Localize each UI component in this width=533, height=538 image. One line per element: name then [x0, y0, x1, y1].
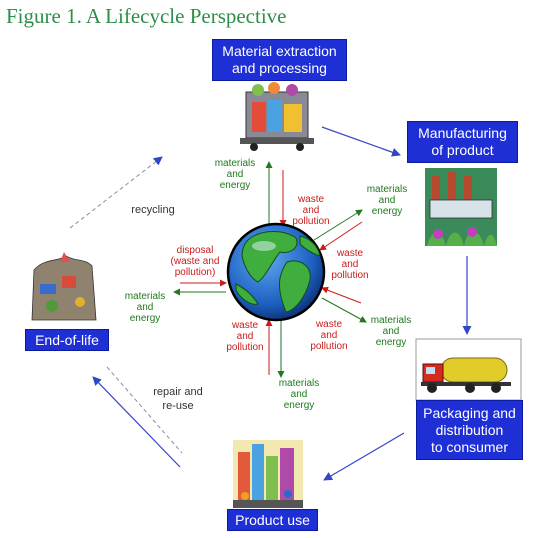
flow-label-line: pollution	[331, 270, 369, 281]
city-icon	[233, 440, 303, 508]
stage-end-of-life: End-of-life	[25, 329, 109, 351]
flow-label-line: and	[320, 330, 338, 341]
flow-label-line: materials	[214, 158, 256, 169]
stage-label-line: Product use	[235, 511, 310, 528]
flow-label-line: and	[341, 259, 359, 270]
arrow-recycling	[69, 156, 163, 229]
flow-label-line: energy	[219, 180, 251, 191]
flow-label-line: waste	[297, 194, 325, 205]
flow-label-line: and	[302, 205, 320, 216]
stage-label-line: End-of-life	[35, 331, 99, 348]
flow-label-line: energy	[375, 337, 407, 348]
flow-label-line: pollution	[310, 341, 348, 352]
flow-label-line: materials	[278, 378, 320, 389]
flow-label-line: and	[378, 195, 396, 206]
stage-material-extraction: Material extraction and processing	[212, 39, 347, 81]
flow-label-line: (waste and	[170, 256, 220, 267]
flow-label-top-out: waste and pollution	[287, 194, 335, 227]
flow-label-left-in: materials and energy	[116, 291, 174, 324]
flow-label-line: materials	[124, 291, 166, 302]
figure-title: Figure 1. A Lifecycle Perspective	[6, 4, 287, 28]
stage-label-line: Manufacturing	[418, 125, 507, 141]
flow-label-line: and	[290, 389, 308, 400]
arrow-repair-reuse	[106, 366, 183, 454]
stage-label-line: of product	[431, 142, 494, 158]
cycle-label-line: repair and	[153, 386, 203, 398]
flow-label-line: materials	[366, 184, 408, 195]
flow-label-mfg-out: waste and pollution	[324, 248, 376, 281]
flow-label-line: and	[236, 331, 254, 342]
arrow-packaging-to-use	[323, 432, 405, 481]
flow-label-line: disposal	[176, 245, 214, 256]
stage-manufacturing: Manufacturing of product	[407, 121, 518, 163]
stage-label-line: Packaging and	[423, 404, 516, 421]
stage-label-line: to consumer	[430, 438, 509, 455]
flow-label-line: energy	[283, 400, 315, 411]
arrow-use-to-end-of-life	[92, 376, 181, 468]
factory-icon	[425, 168, 497, 246]
flow-label-line: and	[226, 169, 244, 180]
flow-mfg-in	[313, 209, 363, 241]
globe-icon	[226, 222, 326, 322]
flow-label-top-in: materials and energy	[208, 158, 262, 191]
tanker-truck-icon	[415, 338, 522, 401]
arrow-extraction-to-manufacturing	[321, 126, 401, 157]
stage-label-line: Material extraction	[222, 43, 337, 59]
stage-packaging-distribution: Packaging and distribution to consumer	[416, 400, 523, 460]
recycling-label: recycling	[131, 204, 175, 216]
flow-label-line: waste	[315, 319, 343, 330]
mining-cart-icon	[240, 82, 314, 151]
flow-mfg-out	[319, 221, 363, 251]
flow-label-line: waste	[336, 248, 364, 259]
flow-pkg-out	[321, 286, 362, 304]
flow-label-bottom-in: materials and energy	[270, 378, 328, 411]
flow-label-line: pollution	[292, 216, 330, 227]
repair-reuse-label: repair and re-use	[140, 385, 216, 413]
flow-label-mfg-in: materials and energy	[358, 184, 416, 217]
landfill-icon	[31, 252, 97, 321]
flow-label-line: waste	[231, 320, 259, 331]
flow-label-line: pollution	[226, 342, 264, 353]
flow-label-line: energy	[371, 206, 403, 217]
flow-label-pkg-in: materials and energy	[363, 315, 419, 348]
flow-label-line: pollution)	[174, 267, 216, 278]
stage-label-line: distribution	[435, 421, 504, 438]
flow-pkg-in	[321, 297, 367, 323]
flow-label-bottom-out: waste and pollution	[218, 320, 272, 353]
flow-label-line: energy	[129, 313, 161, 324]
cycle-label-line: re-use	[162, 400, 194, 412]
flow-label-line: and	[136, 302, 154, 313]
flow-label-left-out: disposal (waste and pollution)	[162, 245, 228, 278]
flow-label-line: materials	[370, 315, 412, 326]
flow-label-pkg-out: waste and pollution	[302, 319, 356, 352]
stage-label-line: and processing	[232, 60, 327, 76]
stage-product-use: Product use	[227, 509, 318, 531]
flow-label-line: and	[382, 326, 400, 337]
